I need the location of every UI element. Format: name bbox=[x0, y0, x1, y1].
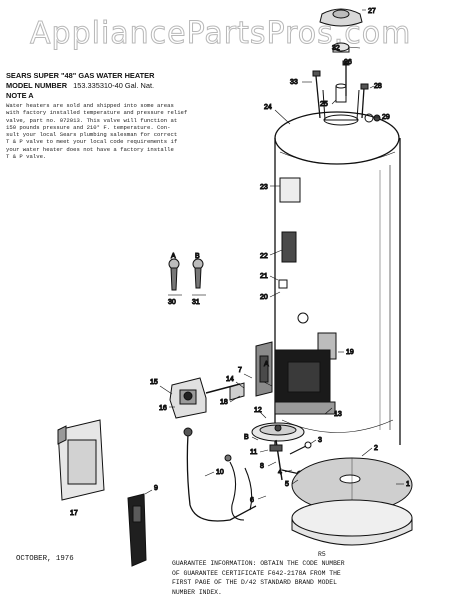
control-cover bbox=[57, 419, 105, 501]
part-label: B bbox=[244, 434, 249, 441]
part-label: 26 bbox=[344, 59, 352, 66]
burner-orifice bbox=[269, 444, 283, 452]
screw-a bbox=[168, 258, 180, 291]
part-label: 15 bbox=[150, 379, 158, 386]
pilot-bracket bbox=[127, 493, 147, 567]
part-label: 9 bbox=[154, 485, 158, 492]
model-number: 153.335310-40 Gal. Nat. bbox=[73, 81, 155, 90]
part-label: 3 bbox=[318, 437, 322, 444]
pilot-supply-tube bbox=[224, 454, 245, 521]
rating-plate-label bbox=[279, 177, 301, 203]
gas-control-thermostat bbox=[169, 377, 241, 419]
pilot-assembly bbox=[289, 441, 312, 455]
revision-code: R5 bbox=[318, 551, 326, 558]
jacket-plug bbox=[278, 279, 288, 289]
part-label: 22 bbox=[260, 253, 268, 260]
draft-hood bbox=[319, 8, 363, 27]
leader-lines bbox=[144, 9, 404, 500]
part-label: 18 bbox=[220, 399, 228, 406]
note-label: NOTE A bbox=[6, 91, 34, 100]
screw-callouts: A B 30 31 bbox=[168, 253, 206, 307]
water-inlet-fitting bbox=[312, 70, 321, 119]
note-line: Water heaters are sold and shipped into … bbox=[6, 102, 174, 109]
screw-a-number: 30 bbox=[168, 299, 176, 306]
note-line: valve, part no. 072013. This valve will … bbox=[6, 116, 178, 124]
anode-rod bbox=[342, 60, 350, 96]
pilot-gas-tube bbox=[244, 467, 253, 511]
note-line: sult your local Sears plumbing salesman … bbox=[6, 131, 178, 139]
part-label: 8 bbox=[260, 463, 264, 470]
part-label: 16 bbox=[159, 405, 167, 412]
revision-date: OCTOBER, 1976 bbox=[16, 555, 74, 563]
part-label: 5 bbox=[285, 481, 289, 488]
part-label: 33 bbox=[290, 79, 298, 86]
part-label: 27 bbox=[368, 8, 376, 15]
water-heater-tank bbox=[274, 111, 401, 445]
guarantee-line: NUMBER INDEX. bbox=[172, 588, 222, 596]
screw-a-letter: A bbox=[171, 253, 176, 260]
burner-access-door bbox=[274, 349, 336, 415]
note-line: T & P valve to meet your local code requ… bbox=[6, 138, 178, 146]
guarantee-line: OF GUARANTEE CERTIFICATE F642-2178A FROM… bbox=[172, 569, 341, 577]
guarantee-line: GUARANTEE INFORMATION: OBTAIN THE CODE N… bbox=[172, 560, 345, 567]
part-label-group: 27 32 26 33 28 25 24 29 23 22 21 20 19 1… bbox=[70, 8, 411, 518]
screw-b-number: 31 bbox=[192, 299, 200, 306]
part-label: 32 bbox=[332, 45, 340, 52]
jacket-hole bbox=[297, 312, 309, 324]
part-label: 17 bbox=[70, 510, 78, 517]
guarantee-line: FIRST PAGE OF THE D/42 STANDARD BRAND MO… bbox=[172, 579, 337, 587]
part-label: 25 bbox=[320, 101, 328, 108]
note-text: Water heaters are sold and shipped into … bbox=[6, 102, 218, 160]
part-label: 19 bbox=[346, 349, 354, 356]
part-label: 29 bbox=[382, 114, 390, 121]
screw-b bbox=[192, 258, 204, 289]
part-label: 10 bbox=[216, 469, 224, 476]
part-label: 20 bbox=[260, 294, 268, 301]
guarantee-information: GUARANTEE INFORMATION: OBTAIN THE CODE N… bbox=[172, 559, 462, 597]
part-label: 14 bbox=[226, 376, 234, 383]
water-outlet-fitting bbox=[360, 83, 369, 119]
note-line: your water heater does not have a factor… bbox=[6, 145, 174, 153]
diagram-title: SEARS SUPER "48" GAS WATER HEATER bbox=[6, 71, 155, 80]
instruction-label bbox=[281, 231, 297, 263]
part-label: 13 bbox=[334, 411, 342, 418]
flue-baffle-assembly bbox=[322, 83, 360, 126]
part-label: 12 bbox=[254, 407, 262, 414]
part-label: 4 bbox=[278, 469, 282, 476]
part-label: 6 bbox=[250, 497, 254, 504]
part-label: 7 bbox=[238, 367, 242, 374]
part-label: 11 bbox=[250, 449, 257, 456]
thermocouple-lead bbox=[183, 427, 257, 522]
model-number-row: MODEL NUMBER 153.335310-40 Gal. Nat. bbox=[6, 81, 154, 90]
thermostat-bracket bbox=[255, 341, 273, 397]
note-line: 150 pounds pressure and 210° F. temperat… bbox=[6, 123, 171, 131]
part-label: 1 bbox=[406, 481, 410, 488]
tank-bottom-pan bbox=[291, 499, 413, 546]
note-line: T & P valve. bbox=[6, 153, 47, 161]
note-line: with factory installed temperature and p… bbox=[6, 109, 188, 117]
model-label: MODEL NUMBER bbox=[6, 81, 68, 90]
part-label: 21 bbox=[260, 273, 268, 280]
part-label: 24 bbox=[264, 104, 272, 111]
relief-valve-opening bbox=[364, 113, 381, 123]
screw-b-letter: B bbox=[195, 253, 200, 260]
vent-cap bbox=[332, 42, 350, 53]
part-label: A bbox=[264, 361, 269, 368]
part-label: 2 bbox=[374, 445, 378, 452]
part-label: 28 bbox=[374, 83, 382, 90]
part-label: 23 bbox=[260, 184, 268, 191]
